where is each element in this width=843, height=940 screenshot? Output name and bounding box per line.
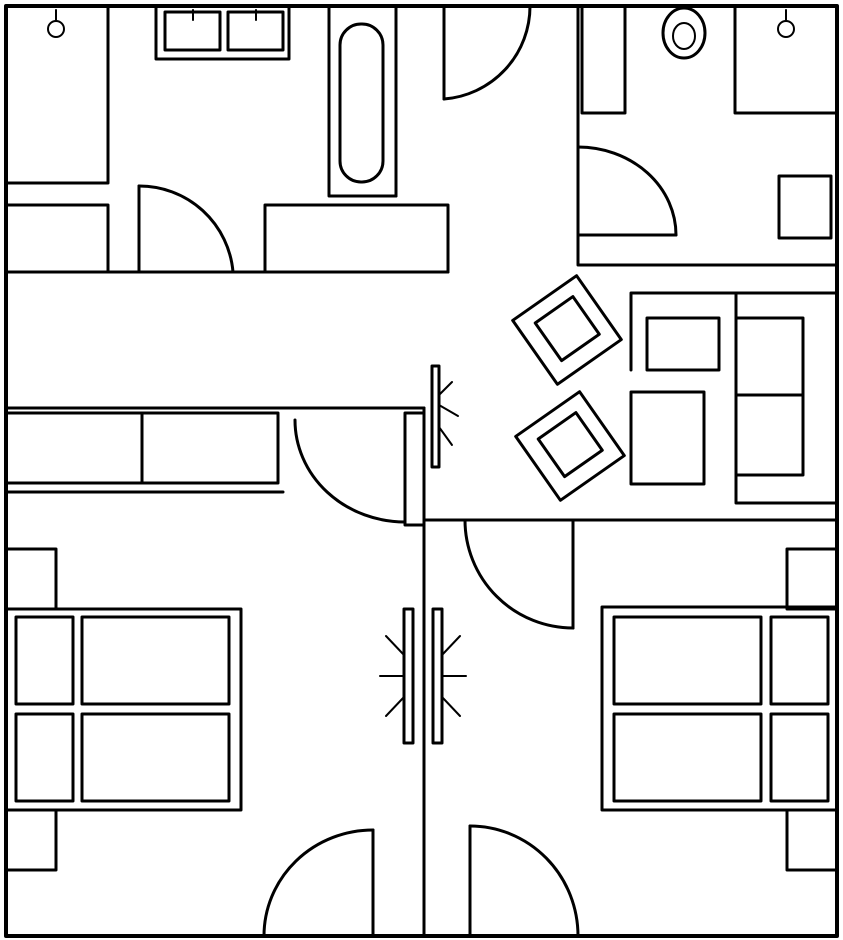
radiator-fin <box>441 635 461 656</box>
wc-bed <box>733 4 839 115</box>
double-bed <box>4 607 243 812</box>
sofa <box>629 291 839 505</box>
wc <box>576 4 839 240</box>
armchair-upper <box>511 274 623 386</box>
blanket <box>80 615 231 706</box>
nightstand <box>4 203 110 274</box>
door-bedroom1 <box>137 184 235 274</box>
toilet-bowl <box>672 22 696 50</box>
wc-nightstand <box>777 174 833 240</box>
radiator-hall <box>430 364 459 469</box>
pillow <box>769 712 830 803</box>
coffee-table <box>629 390 706 486</box>
pillow <box>14 712 75 803</box>
sofa-frame-top <box>629 291 839 372</box>
double-sink <box>154 4 291 61</box>
armchair-seat <box>536 411 604 479</box>
blanket <box>612 615 763 706</box>
toilet-icon <box>661 6 707 60</box>
door-bedroom-right-top <box>463 518 575 630</box>
armchair-lower <box>514 390 626 502</box>
door-wc <box>576 145 678 237</box>
door-hall-top <box>442 4 532 101</box>
door-swing <box>137 184 235 274</box>
radiator-bedrooms <box>379 607 467 745</box>
bathroom <box>154 4 450 274</box>
radiator-fin <box>385 635 405 656</box>
armchair-icon <box>511 274 623 386</box>
bed-frame <box>4 607 243 812</box>
sofa-cushion <box>645 316 721 372</box>
blanket <box>612 712 763 803</box>
radiator-fin <box>438 381 453 396</box>
armchair-icon <box>514 390 626 502</box>
door-swing <box>293 418 407 524</box>
wc-cabinet <box>580 4 627 115</box>
living-area <box>511 274 839 505</box>
radiator-fin <box>385 696 405 717</box>
radiator-icon <box>430 364 441 469</box>
bedroom-top-left <box>4 4 235 274</box>
bathtub-basin <box>338 22 385 184</box>
door-swing <box>262 828 375 938</box>
bedroom-bottom-right <box>468 547 839 938</box>
radiator-fin <box>441 696 461 717</box>
radiator-fin <box>438 404 459 417</box>
wardrobe-section <box>140 411 280 485</box>
pillow <box>769 615 830 706</box>
door-bedroom-left-bottom <box>262 828 375 938</box>
sofa-cushion <box>734 393 805 477</box>
door-bedroom-right-bottom <box>468 824 580 938</box>
double-bed <box>600 605 839 812</box>
pillow <box>14 615 75 706</box>
nightstand-top <box>785 547 839 611</box>
wardrobe-hall <box>4 411 426 527</box>
bed-frame <box>600 605 839 812</box>
bathroom-cabinet <box>263 203 450 274</box>
bedroom-bottom-left <box>4 547 375 938</box>
radiator-fin <box>438 426 453 446</box>
door-swing <box>463 518 575 630</box>
blanket <box>80 712 231 803</box>
bathtub <box>327 4 398 198</box>
single-bed <box>4 4 110 185</box>
door-bedroom-left-top <box>293 418 407 524</box>
door-swing <box>442 4 532 101</box>
wall-wc <box>576 4 839 267</box>
door-swing <box>468 824 580 938</box>
door-swing <box>576 145 678 237</box>
armchair-seat <box>533 295 601 363</box>
